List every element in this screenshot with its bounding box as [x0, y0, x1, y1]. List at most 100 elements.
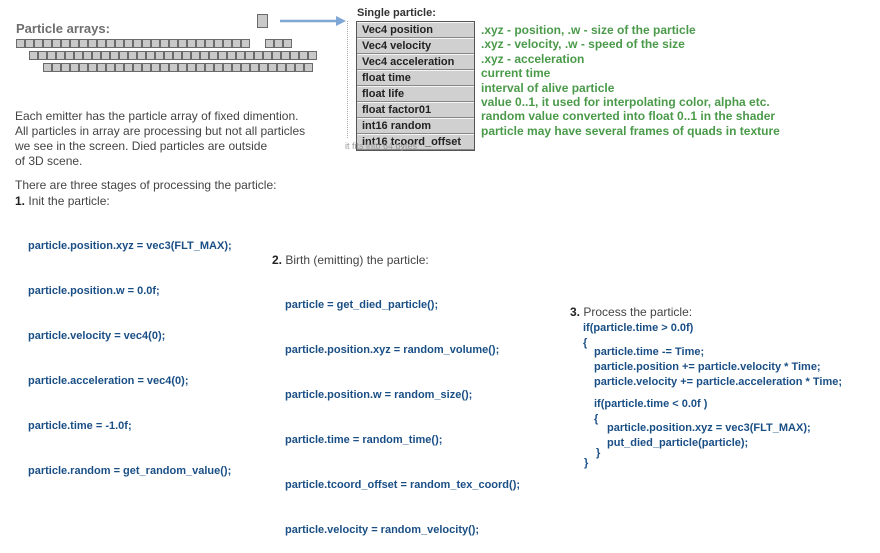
particle-slot	[241, 39, 250, 48]
struct-field: float factor01	[357, 102, 474, 118]
particle-slot	[299, 51, 308, 60]
particle-slot	[191, 51, 200, 60]
particle-slot	[223, 39, 232, 48]
stage-title: Init the particle:	[28, 194, 110, 208]
stages-intro: There are three stages of processing the…	[15, 178, 277, 192]
particle-slot	[142, 63, 151, 72]
particle-slot	[227, 51, 236, 60]
particle-slot	[173, 51, 182, 60]
particle-slot	[52, 39, 61, 48]
stage-3-code: }	[596, 447, 601, 459]
particle-slot	[61, 39, 70, 48]
particle-slot	[160, 63, 169, 72]
particle-struct-table: Vec4 position Vec4 velocity Vec4 acceler…	[356, 21, 475, 151]
stage-3-code: {	[583, 337, 588, 349]
particle-slot	[160, 39, 169, 48]
particle-slot	[214, 63, 223, 72]
particle-arrays-title: Particle arrays:	[16, 21, 110, 36]
field-description: interval of alive particle	[481, 80, 615, 95]
stage-number: 3.	[570, 305, 581, 319]
particle-slot	[218, 51, 227, 60]
particle-slot	[101, 51, 110, 60]
struct-field: int16 random	[357, 118, 474, 134]
particle-slot	[92, 51, 101, 60]
particle-slot	[236, 51, 245, 60]
particle-slot	[155, 51, 164, 60]
particle-slot	[110, 51, 119, 60]
field-description: .xyz - velocity, .w - speed of the size	[481, 37, 685, 52]
particle-slot	[187, 39, 196, 48]
particle-slot	[178, 39, 187, 48]
stage-1-code: particle.position.xyz = vec3(FLT_MAX); p…	[28, 209, 232, 494]
particle-slot	[124, 39, 133, 48]
struct-field: Vec4 velocity	[357, 38, 474, 54]
particle-slot	[38, 51, 47, 60]
particle-slot	[214, 39, 223, 48]
stage-1-heading: 1. Init the particle:	[15, 194, 110, 209]
field-description: .xyz - position, .w - size of the partic…	[481, 23, 696, 37]
particle-slot	[43, 63, 52, 72]
particle-slot	[74, 51, 83, 60]
code-line: particle.tcoord_offset = random_tex_coor…	[285, 479, 521, 491]
stage-3-heading: 3. Process the particle:	[570, 305, 692, 320]
particle-slot	[200, 51, 209, 60]
particle-slot	[25, 39, 34, 48]
particle-slot	[88, 39, 97, 48]
particle-slot	[115, 63, 124, 72]
particle-slot	[79, 39, 88, 48]
particle-slot	[196, 39, 205, 48]
particle-slot	[133, 63, 142, 72]
particle-slot	[281, 51, 290, 60]
particle-slot	[133, 39, 142, 48]
field-descriptions: .xyz - position, .w - size of the partic…	[481, 23, 780, 138]
arrays-description: Each emitter has the particle array of f…	[15, 109, 305, 169]
particle-slot	[205, 63, 214, 72]
stage-number: 1.	[15, 194, 26, 208]
particle-slot	[146, 51, 155, 60]
stage-number: 2.	[272, 253, 283, 267]
particle-slot	[106, 63, 115, 72]
particle-slot	[43, 39, 52, 48]
code-line: particle.position.xyz = random_volume();	[285, 344, 500, 356]
particle-slot	[178, 63, 187, 72]
particle-slot	[151, 63, 160, 72]
code-line: particle.position.w = 0.0f;	[28, 285, 160, 297]
description-line: Each emitter has the particle array of f…	[15, 109, 299, 123]
code-line: particle.velocity = random_velocity();	[285, 524, 480, 536]
stage-2-code: particle = get_died_particle(); particle…	[285, 268, 520, 553]
field-description: random value converted into float 0..1 i…	[481, 109, 776, 124]
particle-slot	[47, 51, 56, 60]
particle-slot	[83, 51, 92, 60]
particle-slot	[115, 39, 124, 48]
particle-slot	[272, 51, 281, 60]
code-line: particle = get_died_particle();	[285, 299, 439, 311]
particle-slot	[286, 63, 295, 72]
stage-3-code: if(particle.time < 0.0f )	[594, 398, 708, 410]
particle-slot	[232, 63, 241, 72]
particle-slot	[245, 51, 254, 60]
particle-slot	[274, 39, 283, 48]
stage-title: Process the particle:	[583, 305, 693, 319]
struct-field: int16 tcoord_offset	[357, 134, 474, 150]
particle-slot	[70, 39, 79, 48]
particle-slot	[196, 63, 205, 72]
particle-slot	[88, 63, 97, 72]
stage-2-heading: 2. Birth (emitting) the particle:	[272, 253, 429, 268]
stage-3-code: particle.position += particle.velocity *…	[594, 361, 821, 373]
particle-slot	[169, 63, 178, 72]
particle-slot	[187, 63, 196, 72]
particle-slot	[56, 51, 65, 60]
particle-slot	[61, 63, 70, 72]
particle-slot	[29, 51, 38, 60]
particle-slot	[250, 63, 259, 72]
particle-slot	[97, 63, 106, 72]
stage-3-code: {	[594, 413, 599, 425]
description-line: All particles in array are processing bu…	[15, 124, 306, 138]
particle-slot	[137, 51, 146, 60]
particle-slot	[254, 51, 263, 60]
particle-slot	[223, 63, 232, 72]
particle-slot	[277, 63, 286, 72]
particle-slot	[52, 63, 61, 72]
code-line: particle.time = -1.0f;	[28, 420, 132, 432]
particle-slot	[241, 63, 250, 72]
